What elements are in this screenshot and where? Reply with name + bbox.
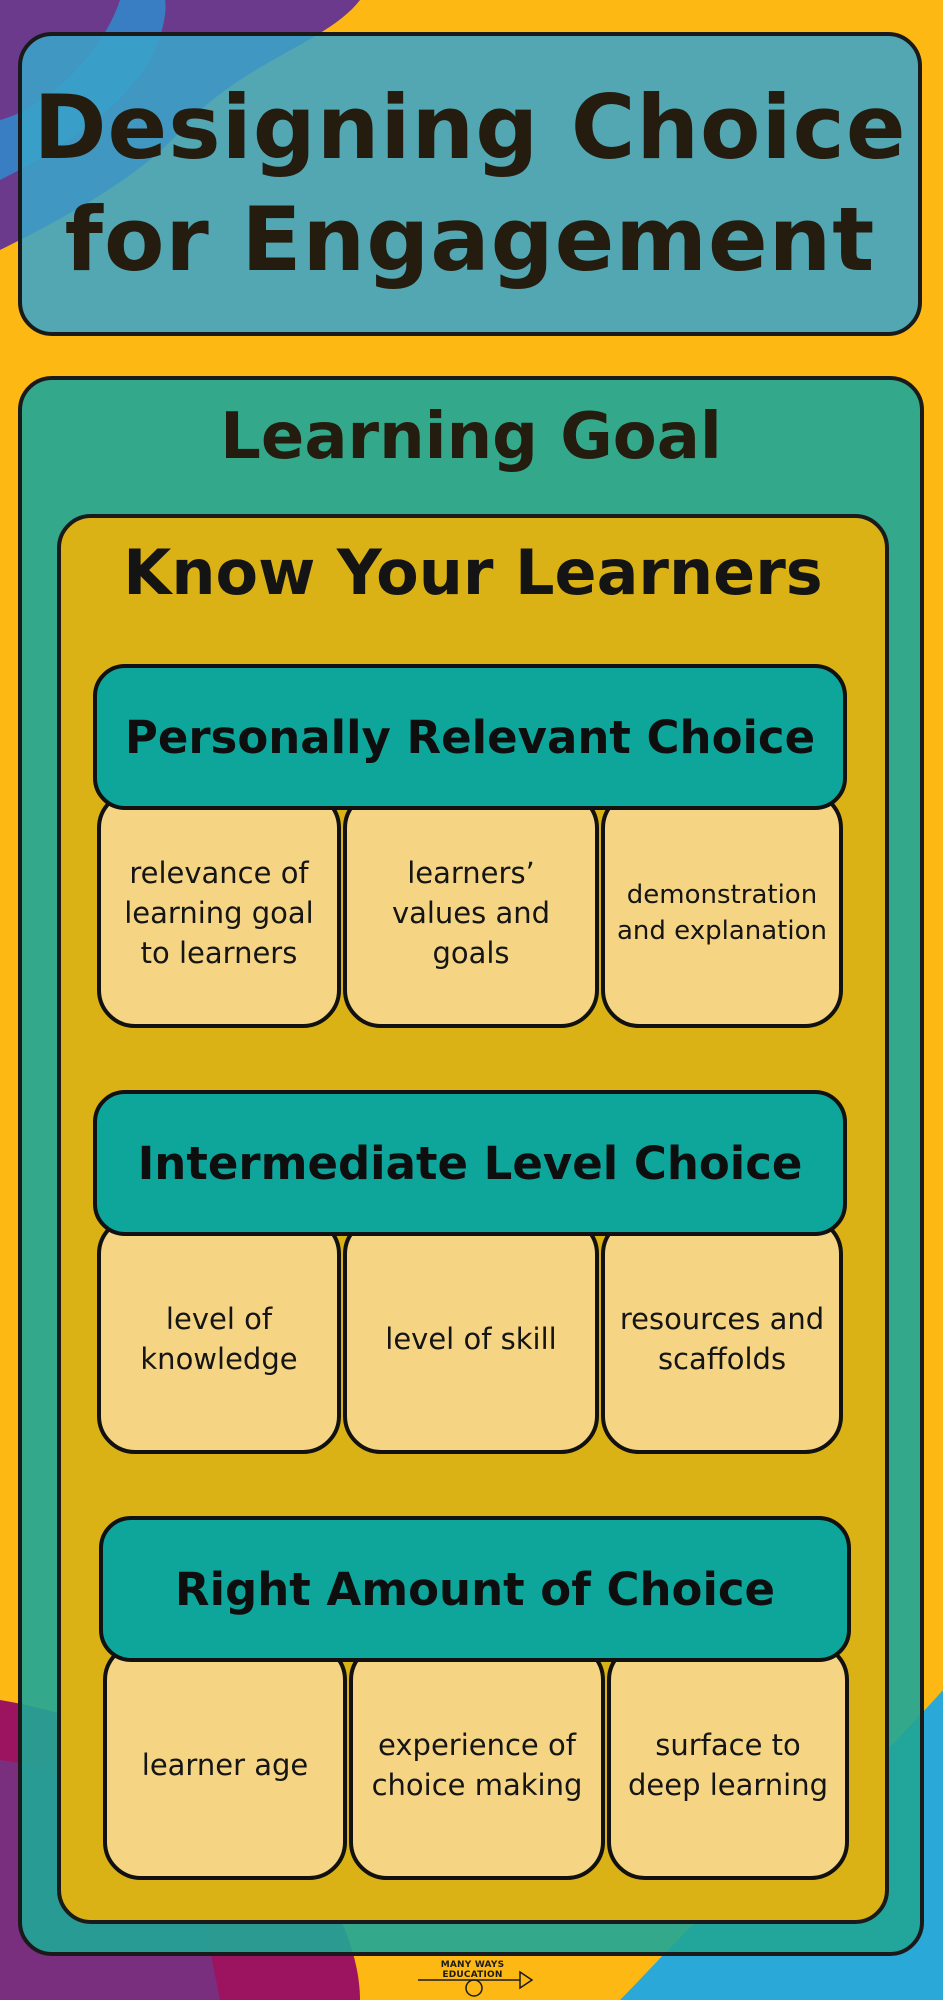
- section-header: Intermediate Level Choice: [93, 1090, 847, 1236]
- card-label: surface to deep learning: [627, 1728, 829, 1802]
- card-label: learner age: [141, 1748, 309, 1782]
- know-your-learners-panel: Know Your Learners Personally Relevant C…: [57, 514, 889, 1924]
- title-banner: Designing Choice for Engagement: [18, 32, 922, 336]
- choice-card: learners’ values and goals: [343, 790, 599, 1028]
- logo: MANY WAYS EDUCATION: [410, 1958, 535, 1998]
- card-label: learners’ values and goals: [391, 856, 551, 970]
- card-label: demonstration and explanation: [617, 880, 827, 946]
- logo-mark-icon: [418, 1970, 534, 1997]
- section-header-label: Right Amount of Choice: [174, 1562, 776, 1616]
- section-intermediate-level-choice: Intermediate Level Choice level of knowl…: [93, 1090, 851, 1460]
- choice-card: resources and scaffolds: [601, 1216, 843, 1454]
- choice-card: experience of choice making: [349, 1642, 605, 1880]
- section-header-label: Personally Relevant Choice: [124, 710, 816, 764]
- section-header-label: Intermediate Level Choice: [137, 1136, 803, 1190]
- choice-card: surface to deep learning: [607, 1642, 849, 1880]
- card-label: level of knowledge: [140, 1302, 298, 1376]
- learning-goal-panel: Learning Goal Know Your Learners Persona…: [18, 376, 924, 1956]
- choice-card: learner age: [103, 1642, 347, 1880]
- choice-card: demonstration and explanation: [601, 790, 843, 1028]
- choice-card: relevance of learning goal to learners: [97, 790, 341, 1028]
- card-label: relevance of learning goal to learners: [124, 856, 314, 970]
- section-header: Personally Relevant Choice: [93, 664, 847, 810]
- choice-card: level of knowledge: [97, 1216, 341, 1454]
- learning-goal-title: Learning Goal: [220, 400, 722, 474]
- know-your-learners-title: Know Your Learners: [123, 536, 823, 609]
- section-right-amount-of-choice: Right Amount of Choice learner age exper…: [99, 1516, 857, 1886]
- page-title: Designing Choice for Engagement: [33, 76, 907, 291]
- choice-card: level of skill: [343, 1216, 599, 1454]
- section-personally-relevant-choice: Personally Relevant Choice relevance of …: [93, 664, 851, 1034]
- logo-text: MANY WAYS EDUCATION: [440, 1960, 505, 1980]
- card-label: resources and scaffolds: [619, 1302, 825, 1376]
- card-label: experience of choice making: [371, 1728, 583, 1802]
- section-header: Right Amount of Choice: [99, 1516, 851, 1662]
- card-label: level of skill: [385, 1322, 557, 1356]
